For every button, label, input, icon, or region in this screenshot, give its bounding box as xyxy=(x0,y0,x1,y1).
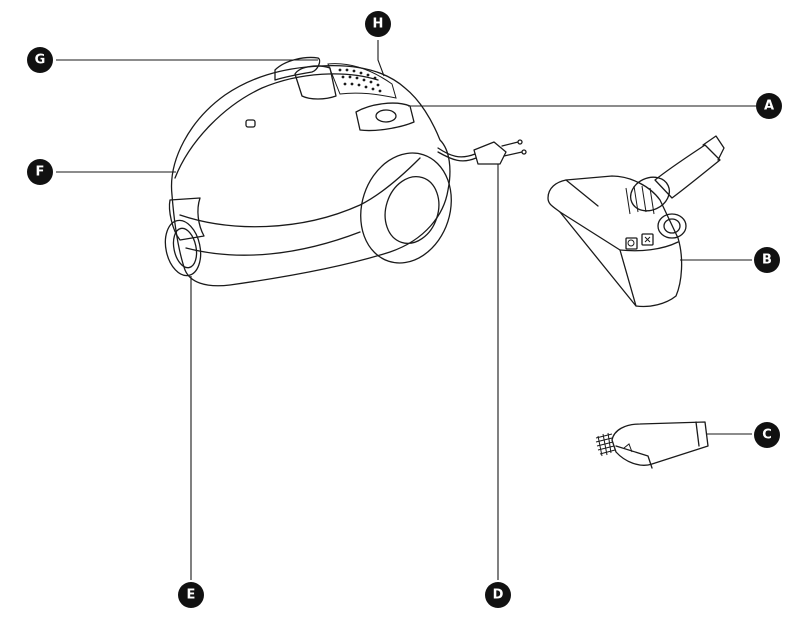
label-a: A xyxy=(756,93,782,119)
label-c: C xyxy=(754,422,780,448)
label-h: H xyxy=(365,11,391,37)
label-g-text: G xyxy=(35,53,46,68)
label-e: E xyxy=(178,582,204,608)
rear-wheel xyxy=(347,141,465,275)
label-h-text: H xyxy=(373,17,384,32)
label-b: B xyxy=(754,247,780,273)
label-b-text: B xyxy=(762,253,772,268)
label-e-text: E xyxy=(187,588,196,603)
hose-inlet xyxy=(161,198,206,279)
label-f-text: F xyxy=(36,165,45,180)
vacuum-body xyxy=(161,58,526,286)
label-f: F xyxy=(27,159,53,185)
power-plug xyxy=(474,140,526,164)
label-d: D xyxy=(485,582,511,608)
floor-nozzle xyxy=(548,136,724,307)
label-a-text: A xyxy=(764,99,774,114)
label-d-text: D xyxy=(493,588,504,603)
lid-button xyxy=(246,120,255,127)
brush-tool xyxy=(596,422,708,468)
leader-lines xyxy=(56,40,756,580)
power-button xyxy=(356,103,414,130)
label-g: G xyxy=(27,47,53,73)
label-c-text: C xyxy=(762,428,772,443)
vent-grille xyxy=(328,64,396,98)
